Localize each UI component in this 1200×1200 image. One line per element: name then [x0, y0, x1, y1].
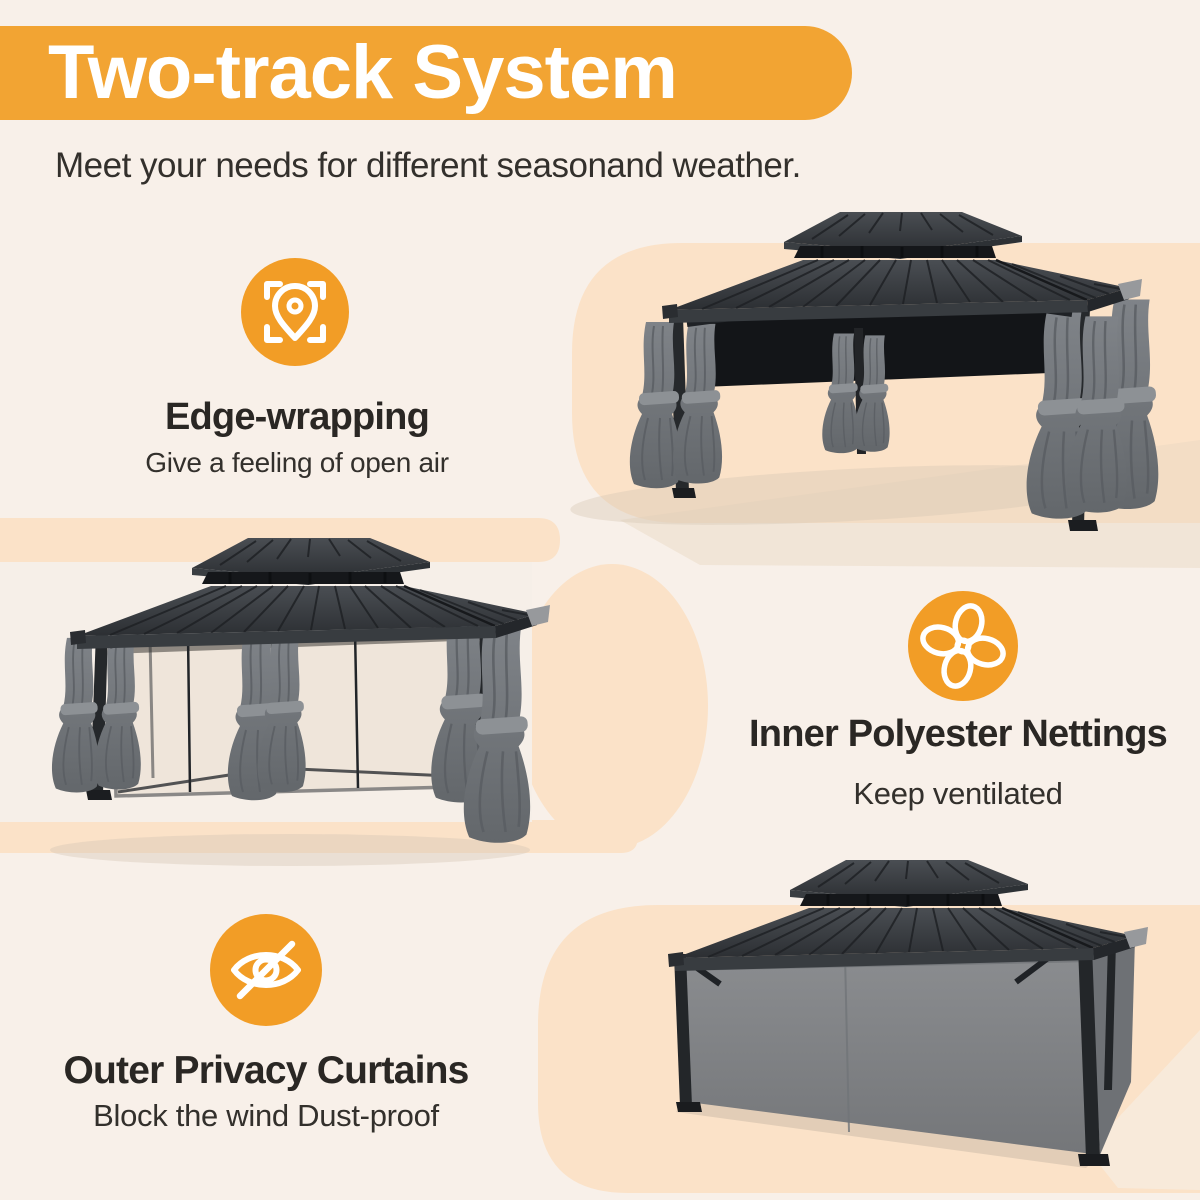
feature-subtitle-inner-nettings: Keep ventilated	[853, 776, 1063, 811]
gazebo-photo-edge-wrapping	[570, 210, 1200, 568]
feature-subtitle-outer-curtains: Block the wind Dust-proof	[93, 1098, 439, 1133]
feature-subtitle-edge-wrapping: Give a feeling of open air	[145, 447, 449, 478]
gazebo-photo-privacy-curtains	[666, 858, 1200, 1190]
page-subtitle: Meet your needs for different seasonand …	[55, 146, 801, 185]
feature-title-outer-curtains: Outer Privacy Curtains	[63, 1049, 469, 1092]
fan-icon	[908, 591, 1018, 701]
feature-title-inner-nettings: Inner Polyester Nettings	[749, 713, 1168, 755]
page-title: Two-track System	[48, 30, 678, 115]
feature-title-edge-wrapping: Edge-wrapping	[164, 396, 430, 438]
scan-location-pin-icon	[241, 258, 349, 366]
eye-slash-icon	[210, 914, 322, 1026]
gazebo-photo-inner-nettings	[50, 536, 552, 866]
header-banner: Two-track System	[0, 26, 852, 120]
